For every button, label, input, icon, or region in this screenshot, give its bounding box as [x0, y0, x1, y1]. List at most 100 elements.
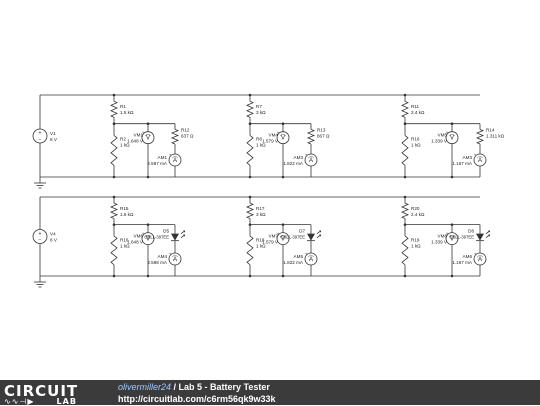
junction-dot — [450, 175, 454, 179]
meter-dial — [476, 255, 484, 258]
meter-letter: V — [146, 237, 150, 243]
resistor-zigzag — [246, 135, 254, 166]
resistor-symbol — [170, 123, 180, 150]
junction-dot — [146, 175, 150, 179]
meter-plus-sign: + — [142, 232, 144, 236]
led-arrowhead — [488, 230, 490, 233]
circuit-name: Lab 5 - Battery Tester — [178, 382, 270, 392]
resistor-zigzag — [401, 235, 409, 266]
ammeter-icon: A+ — [304, 252, 318, 266]
r-top-name: R20 — [411, 206, 420, 211]
meter-letter: A — [478, 257, 482, 263]
meter-letter: A — [309, 158, 313, 164]
junction-dot — [403, 274, 407, 278]
voltmeter-name: VM4 — [269, 133, 279, 138]
meter-letter: A — [309, 257, 313, 263]
load-resistor-value: 867 Ω — [317, 134, 330, 139]
ammeter-value: 1.167 mA — [452, 260, 473, 265]
r-bot-name: R19 — [411, 238, 420, 243]
load-resistor-name: R14 — [486, 128, 495, 133]
load-resistor-name: R12 — [181, 128, 190, 133]
meter-body — [445, 131, 459, 145]
voltmeter-value: 1.579 V — [262, 139, 279, 144]
resistor-symbol — [110, 224, 118, 276]
resistor-symbol — [400, 197, 410, 225]
load-resistor-value: 1.311 kΩ — [486, 134, 505, 139]
voltage-source-symbol: +− — [32, 229, 48, 244]
junction-dot — [146, 122, 150, 125]
resistor-zigzag — [246, 235, 254, 266]
r-top-name: R15 — [120, 206, 129, 211]
ammeter-value: 1.822 mA — [283, 260, 304, 265]
resistor-symbol — [401, 123, 409, 177]
ammeter-icon: A+ — [473, 153, 487, 167]
meter-dial — [307, 255, 315, 258]
r-bot-value: 1 kΩ — [411, 244, 421, 249]
meter-plus-sign: + — [305, 252, 307, 256]
meter-body — [141, 131, 155, 145]
ammeter-value: 1.167 mA — [452, 161, 473, 166]
r-top-value: 2.4 kΩ — [411, 212, 425, 217]
led-name: D5 — [163, 229, 169, 234]
resistor-symbol — [246, 123, 254, 177]
resistor-zigzag — [401, 100, 409, 118]
resistor-zigzag — [246, 100, 254, 118]
source-plus-sign: + — [39, 231, 42, 237]
resistor-symbol — [246, 95, 254, 124]
r-top-name: R17 — [256, 206, 265, 211]
voltmeter-icon: V+ — [445, 232, 459, 246]
r-top-name: R7 — [256, 104, 262, 109]
resistor-symbol — [110, 123, 118, 177]
resistor-symbol — [245, 197, 255, 225]
led-arrowhead — [183, 230, 185, 233]
ammeter-name: AM3 — [294, 155, 304, 160]
meter-dial — [279, 234, 287, 237]
meter-dial — [171, 255, 179, 258]
voltmeter-icon: V+ — [141, 131, 155, 145]
source-minus-sign: − — [39, 137, 42, 143]
ammeter-value: 2.588 mA — [147, 260, 168, 265]
junction-dot — [403, 175, 407, 179]
meter-plus-sign: + — [474, 153, 476, 157]
source-name: V4 — [50, 232, 56, 237]
r-top-value: 3 kΩ — [256, 212, 266, 217]
meter-dial — [171, 156, 179, 159]
circuit-url[interactable]: http://circuitlab.com/c6rm56qk9w33k — [118, 394, 276, 404]
r-top-value: 3 kΩ — [256, 110, 266, 115]
junction-dot — [281, 274, 285, 278]
led-arrowhead — [319, 230, 321, 233]
meter-letter: V — [450, 136, 454, 142]
voltmeter-name: VM8 — [438, 234, 448, 239]
resistor-zigzag — [400, 202, 410, 219]
voltmeter-icon: V+ — [445, 131, 459, 145]
resistor-symbol — [401, 224, 409, 276]
resistor-zigzag — [401, 135, 409, 166]
meter-body — [276, 131, 290, 145]
meter-dial — [144, 234, 152, 237]
meter-letter: A — [478, 158, 482, 164]
meter-dial — [307, 156, 315, 159]
voltmeter-icon: V+ — [276, 232, 290, 246]
resistor-symbol — [110, 95, 118, 124]
ammeter-name: AM6 — [463, 254, 473, 259]
voltmeter-name: VM7 — [269, 234, 279, 239]
source-plus-sign: + — [39, 131, 42, 137]
led-arrowhead — [319, 234, 321, 237]
author-link[interactable]: olivermiller24 — [118, 382, 172, 392]
circuitlab-logo[interactable]: CIRCUIT — [4, 382, 79, 400]
meter-plus-sign: + — [305, 153, 307, 157]
meter-dial — [476, 156, 484, 159]
voltmeter-icon: V+ — [276, 131, 290, 145]
resistor-zigzag — [110, 235, 118, 266]
circuitlab-logo-sub: ∿∿⊣▶LAB — [4, 397, 77, 406]
meter-letter: A — [173, 257, 177, 263]
led-arrowhead — [488, 234, 490, 237]
meter-plus-sign: + — [446, 232, 448, 236]
meter-body — [141, 232, 155, 246]
meter-letter: V — [146, 136, 150, 142]
